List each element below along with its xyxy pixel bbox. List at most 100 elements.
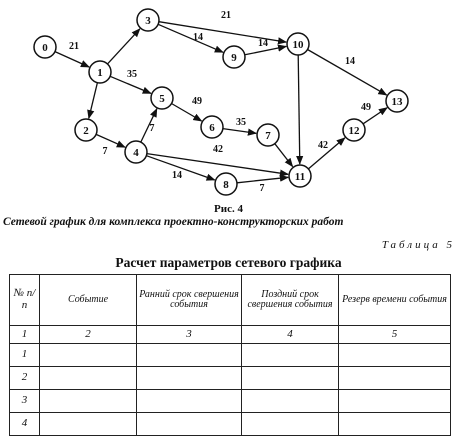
row-number-cell: 1 [9,343,40,367]
edge-arrow-3-9 [157,23,224,53]
edge-label-3-10: 21 [221,10,231,21]
event-node-label: 1 [97,67,103,79]
event-node-2: 2 [74,118,98,142]
event-node-label: 8 [223,179,229,191]
event-node-circle [136,8,160,32]
edge-label-0-1: 21 [69,41,79,52]
table-cell [241,343,339,367]
event-node-label: 3 [145,15,151,27]
table-cell [241,389,339,413]
table-row: 2 [9,366,451,390]
event-node-circle [200,115,224,139]
event-node-0: 0 [33,35,57,59]
event-node-circle [74,118,98,142]
table-header-row: № п/п Событие Ранний срок свершения собы… [9,274,451,326]
edge-arrow-4-11 [146,152,290,177]
edge-arrow-1-3 [107,28,141,65]
table-cell [39,389,137,413]
event-node-label: 0 [42,42,48,54]
edge-label-4-11: 42 [213,144,223,155]
event-node-label: 6 [209,122,215,134]
event-node-10: 10 [286,32,310,56]
event-node-12: 12 [342,118,366,142]
column-number-cell: 2 [39,325,137,344]
event-node-circle [214,172,238,196]
edge-arrow-1-5 [109,75,152,94]
event-node-circle [288,164,312,188]
event-node-label: 13 [392,96,404,108]
edge-label-2-4: 7 [103,146,108,157]
event-node-8: 8 [214,172,238,196]
edge-arrow-9-10 [244,44,288,56]
table-cell [338,412,451,436]
edge-arrow-0-1 [54,51,90,68]
edge-label-6-7: 35 [236,117,246,128]
table-cell [39,366,137,390]
event-node-circle [124,140,148,164]
event-node-circle [88,60,112,84]
event-node-label: 5 [159,93,165,105]
event-node-label: 11 [295,171,305,183]
event-node-label: 2 [83,125,89,137]
table-cell [136,389,242,413]
event-node-7: 7 [256,123,280,147]
table-cell [338,389,451,413]
figure-number: Рис. 4 [214,203,243,215]
column-number-row: 1 2 3 4 5 [9,325,451,344]
edge-arrow-2-4 [95,133,126,148]
edge-arrow-10-13 [307,48,388,96]
edge-arrow-8-11 [236,174,290,184]
row-number-cell: 2 [9,366,40,390]
event-node-11: 11 [288,164,312,188]
row-number-cell: 3 [9,389,40,413]
table-cell [338,343,451,367]
figure-caption: Сетевой график для комплекса проектно-ко… [3,216,344,228]
edge-label-9-10: 14 [258,38,268,49]
table-cell [39,343,137,367]
edge-label-5-6: 49 [192,96,202,107]
edge-arrow-7-11 [274,143,294,168]
header-cell-number: № п/п [9,274,40,326]
parameters-table: № п/п Событие Ранний срок свершения собы… [9,274,451,436]
table-cell [136,343,242,367]
event-node-circle [33,35,57,59]
edge-arrow-12-13 [362,107,388,125]
edge-arrow-11-12 [307,137,346,170]
edge-label-3-9: 14 [193,32,203,43]
header-cell-reserve: Резерв времени события [338,274,451,326]
table-cell [241,366,339,390]
edge-arrow-5-6 [171,102,203,122]
event-node-label: 9 [231,52,237,64]
table-title: Расчет параметров сетевого графика [115,255,342,270]
event-node-label: 7 [265,130,271,142]
event-node-label: 4 [133,147,139,159]
edge-label-11-12: 42 [318,140,328,151]
event-node-circle [342,118,366,142]
header-cell-event: Событие [39,274,137,326]
edge-label-12-13: 49 [361,102,371,113]
table-row: 4 [9,412,451,436]
edge-label-1-5: 35 [127,69,137,80]
edge-label-4-5: 7 [150,123,155,134]
edge-label-8-11: 7 [260,183,265,194]
table-cell [136,366,242,390]
column-number-cell: 3 [136,325,242,344]
edge-arrow-6-7 [222,127,258,136]
table-row: 3 [9,389,451,413]
row-number-cell: 4 [9,412,40,436]
edge-arrow-3-10 [158,21,288,45]
table-cell [338,366,451,390]
column-number-cell: 1 [9,325,40,344]
table-cell [136,412,242,436]
edge-arrow-10-11 [296,54,304,165]
edge-arrow-1-2 [87,82,99,120]
event-node-circle [286,32,310,56]
table-cell [241,412,339,436]
event-node-circle [222,45,246,69]
event-node-circle [385,89,409,113]
event-node-circle [256,123,280,147]
edge-arrow-4-5 [140,107,158,143]
table-cell [39,412,137,436]
table-row: 1 [9,343,451,367]
